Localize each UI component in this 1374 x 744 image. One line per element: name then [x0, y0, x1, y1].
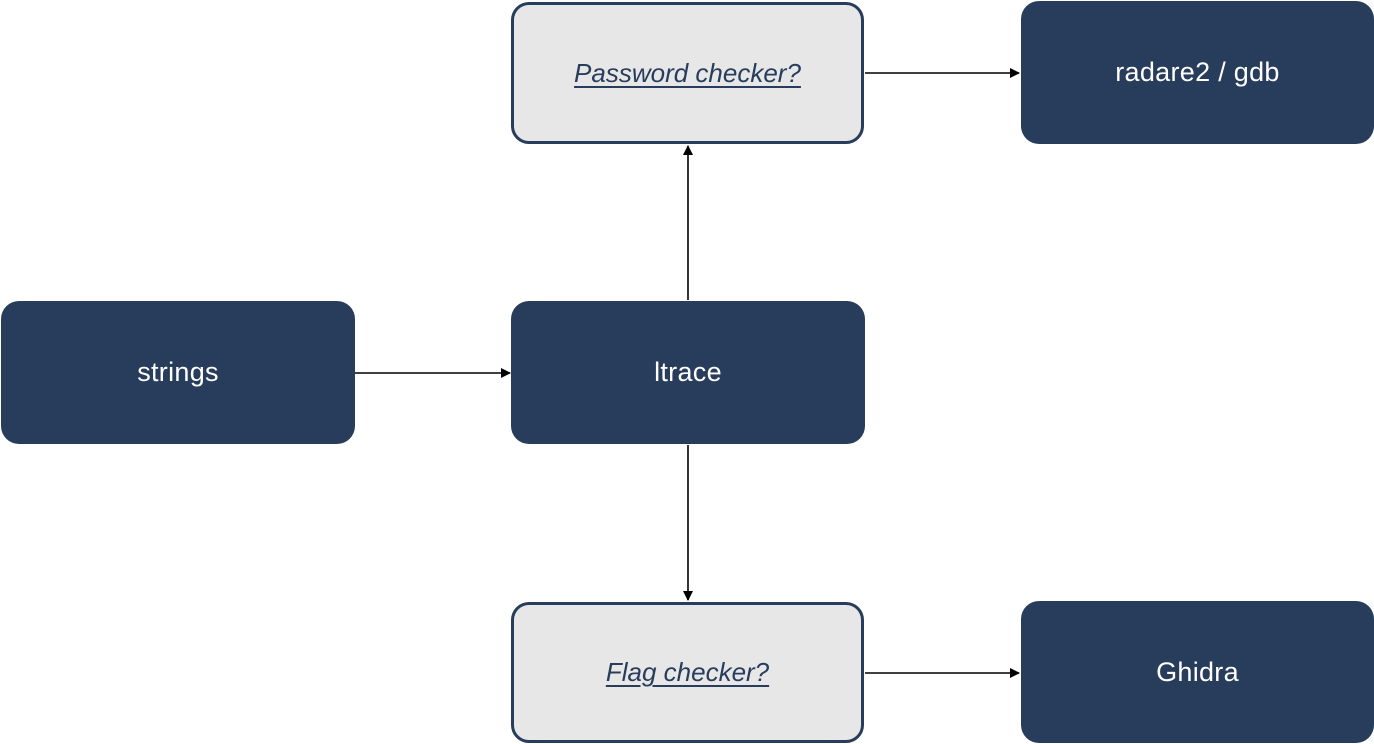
node-strings-label: strings	[137, 357, 219, 387]
node-ltrace-label: ltrace	[654, 357, 722, 387]
node-ghidra: Ghidra	[1021, 601, 1374, 743]
node-password-checker-link[interactable]: Password checker?	[574, 57, 801, 88]
node-ltrace: ltrace	[511, 301, 865, 444]
node-radare2-gdb: radare2 / gdb	[1021, 1, 1374, 144]
node-flag-checker-link[interactable]: Flag checker?	[605, 657, 770, 687]
node-strings: strings	[1, 301, 355, 444]
node-ghidra-label: Ghidra	[1156, 656, 1239, 687]
node-password-checker[interactable]: Password checker?	[511, 2, 864, 144]
node-flag-checker[interactable]: Flag checker?	[511, 602, 864, 743]
node-radare2-gdb-label: radare2 / gdb	[1115, 57, 1280, 87]
